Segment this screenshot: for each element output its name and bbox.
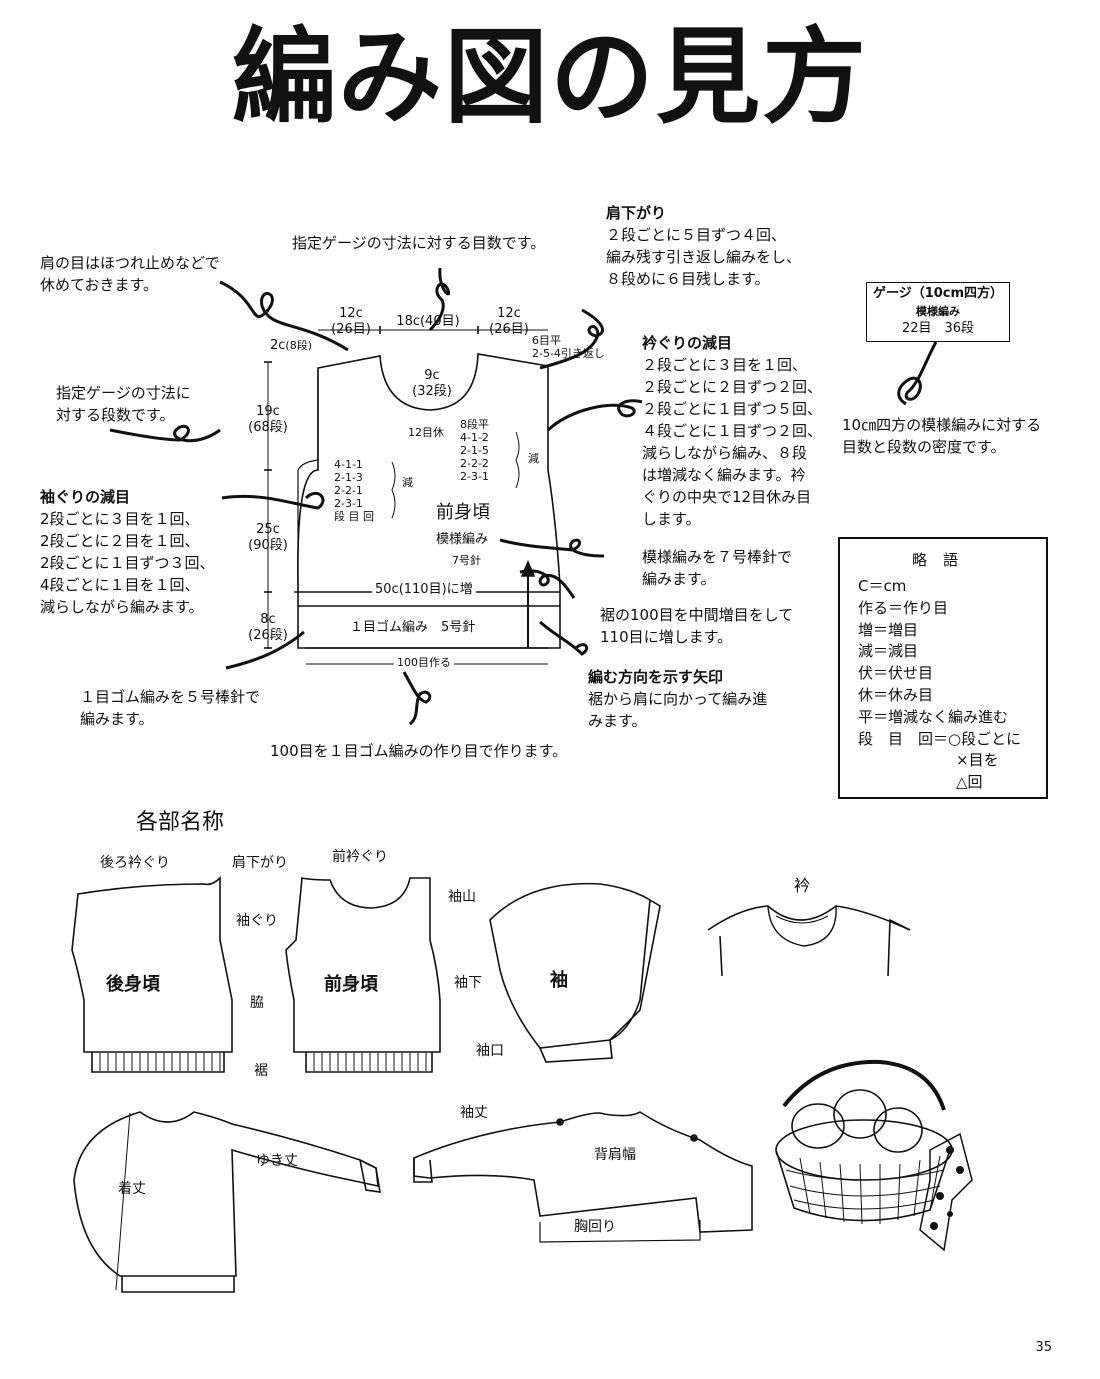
yuki-length-label: ゆき丈 bbox=[256, 1153, 298, 1169]
sleeve-label: 袖 bbox=[550, 970, 568, 991]
rib-note: １目ゴム編みを５号棒針で 編みます。 bbox=[80, 688, 261, 728]
stitch-gauge-note: 指定ゲージの寸法に対する目数です。 bbox=[292, 234, 546, 252]
bottom-left-sweater-illustration bbox=[73, 1111, 381, 1293]
shoulder-drop-label: 2c(8段) bbox=[270, 338, 313, 353]
neckline-decrease-note: 衿ぐりの減目 ２段ごとに３目を１回、 ２段ごとに２目ずつ２回、 ２段ごとに１目ず… bbox=[642, 334, 823, 528]
front-body-label: 前身頃 bbox=[436, 502, 490, 523]
collar-sweater-illustration bbox=[707, 905, 911, 977]
neck-rest-label: 12目休 bbox=[408, 426, 444, 439]
chest-label: 胸回り bbox=[574, 1219, 616, 1235]
neck-depth-label: 9c (32段) bbox=[412, 368, 452, 399]
hem-label: 裾 bbox=[254, 1063, 268, 1079]
neck-sequence: 8段平 4-1-2 2-1-5 2-2-2 2-3-1 bbox=[460, 418, 489, 483]
abbreviation-item: 休＝休み目 bbox=[858, 685, 934, 704]
armhole-decrease-mark: 減 bbox=[402, 476, 413, 489]
page-title: 編み図の見方 bbox=[231, 16, 868, 138]
height-8-label: 8c (26段) bbox=[248, 612, 288, 643]
back-body-illustration bbox=[71, 876, 233, 1073]
abbreviation-item: 段 目 回＝○段ごとに bbox=[858, 729, 1022, 748]
body-length-label: 着丈 bbox=[118, 1181, 146, 1197]
back-body-label: 後身頃 bbox=[106, 974, 160, 995]
underarm-label: 袖下 bbox=[454, 975, 482, 991]
shoulder-slope-note: 肩下がり ２段ごとに５目ずつ４回、 編み残す引き返し編みをし、 ８段めに６目残し… bbox=[606, 204, 802, 288]
page-number: 35 bbox=[1035, 1340, 1052, 1355]
row-gauge-note: 指定ゲージの寸法に 対する段数です。 bbox=[56, 384, 191, 424]
pattern-note: 模様編みを７号棒針で 編みます。 bbox=[642, 548, 793, 588]
sleeve-cap-label: 袖山 bbox=[448, 889, 476, 905]
pattern-stitch-label: 模様編み bbox=[436, 532, 489, 547]
arrow-note: 編む方向を示す矢印 裾から肩に向かって編み進 みます。 bbox=[588, 668, 768, 730]
rib-label: １目ゴム編み 5号針 bbox=[350, 620, 476, 635]
side-label: 脇 bbox=[250, 995, 264, 1011]
abbreviation-item: 増＝増目 bbox=[858, 620, 919, 639]
gauge-box: ゲージ（10cm四方） 模様編み 22目 36段 bbox=[866, 282, 1010, 342]
abbreviation-item: 作る＝作り目 bbox=[858, 598, 949, 617]
width-middle-label: 18c(40目) bbox=[396, 314, 460, 329]
front-neckline-label: 前衿ぐり bbox=[332, 849, 388, 865]
cast-on-note: 100目を１目ゴム編みの作り目で作ります。 bbox=[270, 742, 568, 760]
armhole-label: 袖ぐり bbox=[236, 913, 278, 929]
abbreviations-box: 略語 C＝cm 作る＝作り目 増＝増目 減＝減目 伏＝伏せ目 休＝休み目 平＝増… bbox=[838, 537, 1048, 799]
abbreviation-item: ×目を bbox=[956, 751, 999, 770]
collar-label: 衿 bbox=[794, 876, 811, 895]
shoulder-shaping-label: 6目平 2-5-4引き返し bbox=[532, 334, 605, 360]
shoulder-rest-note: 肩の目はほつれ止めなどで 休めておきます。 bbox=[40, 254, 220, 294]
shoulder-slope-label: 肩下がり bbox=[232, 855, 288, 871]
abbreviation-item: C＝cm bbox=[858, 577, 907, 595]
width-right-label: 12c (26目) bbox=[489, 306, 529, 337]
sleeve-illustration bbox=[489, 882, 661, 1063]
needle-7-label: 7号針 bbox=[452, 554, 481, 567]
abbreviation-item: 伏＝伏せ目 bbox=[858, 664, 934, 683]
parts-heading: 各部名称 bbox=[136, 810, 225, 835]
height-19-label: 19c (68段) bbox=[248, 404, 288, 435]
front-body-illustration bbox=[285, 877, 441, 1073]
shoulder-width-label: 背肩幅 bbox=[594, 1147, 636, 1163]
yarn-curl-decorations bbox=[109, 267, 938, 726]
width-left-label: 12c (26目) bbox=[331, 306, 371, 337]
yarn-basket-illustration bbox=[775, 1059, 973, 1252]
armhole-decrease-note: 袖ぐりの減目 2段ごとに３目を１回、 2段ごとに２目を１回、 2段ごとに１目ずつ… bbox=[40, 488, 215, 616]
body-width-label: 50c(110目)に増 bbox=[372, 582, 476, 598]
abbreviations-heading: 略語 bbox=[911, 551, 974, 569]
abbreviation-item: 減＝減目 bbox=[858, 642, 919, 661]
cuff-label: 袖口 bbox=[476, 1043, 504, 1059]
height-25-label: 25c (90段) bbox=[248, 522, 288, 553]
sleeve-length-label: 袖丈 bbox=[460, 1105, 488, 1121]
abbreviation-item: △回 bbox=[956, 773, 983, 792]
density-note: 10㎝四方の模様編みに対する 目数と段数の密度です。 bbox=[842, 416, 1042, 456]
back-neckline-label: 後ろ衿ぐり bbox=[100, 855, 170, 871]
neck-decrease-mark: 減 bbox=[528, 452, 539, 465]
abbreviation-item: 平＝増減なく編み進む bbox=[858, 707, 1009, 726]
bottom-middle-sweater-illustration bbox=[413, 1111, 753, 1243]
increase-note: 裾の100目を中間増目をして 110目に増します。 bbox=[600, 606, 794, 646]
abbreviations-list: C＝cm 作る＝作り目 増＝増目 減＝減目 伏＝伏せ目 休＝休み目 平＝増減なく… bbox=[858, 576, 1046, 794]
front-body-part-label: 前身頃 bbox=[324, 974, 378, 995]
armhole-sequence: 4-1-1 2-1-3 2-2-1 2-3-1 段 目 回 bbox=[334, 458, 374, 523]
cast-on-label: 100目作る bbox=[394, 656, 454, 669]
